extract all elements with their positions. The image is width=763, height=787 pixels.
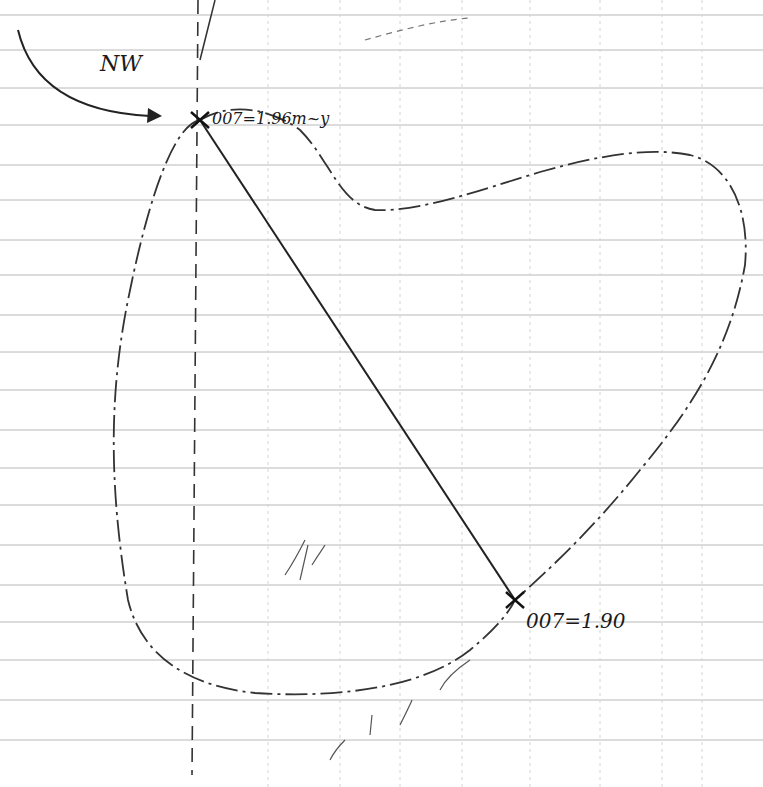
grid-minor (268, 0, 702, 787)
pen-stroke (200, 0, 215, 60)
measure-line (200, 120, 515, 600)
point-mark (191, 112, 524, 608)
pen-stroke (365, 18, 470, 40)
point-label: 007=1.90 (526, 610, 625, 632)
grid-paper (0, 15, 763, 740)
outline (114, 109, 746, 694)
arrow-head (147, 108, 162, 123)
point-label: 007=1.96m~y (212, 110, 329, 128)
scribble (285, 540, 470, 760)
direction-label: NW (100, 52, 142, 76)
pointer-arrow (18, 30, 150, 116)
